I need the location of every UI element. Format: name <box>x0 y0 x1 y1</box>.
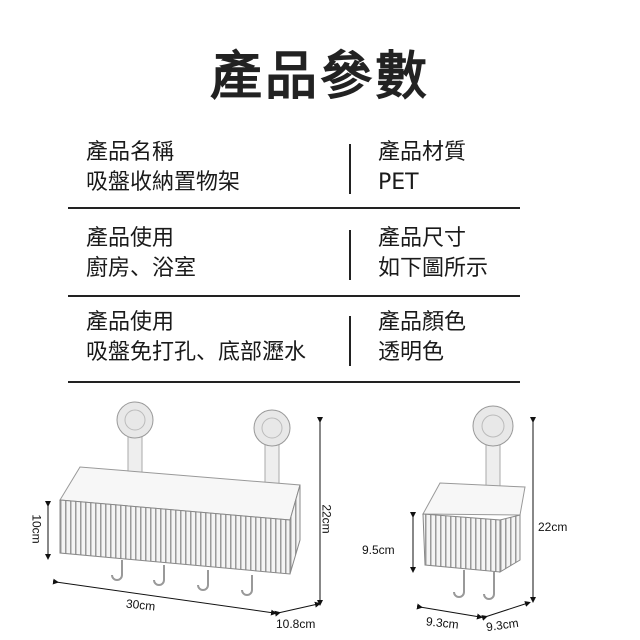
divider <box>68 207 520 209</box>
spec-label: 產品顏色 <box>378 310 467 335</box>
divider <box>68 381 520 383</box>
spec-value: 吸盤免打孔、底部瀝水 <box>86 340 307 365</box>
spec-label: 產品名稱 <box>86 140 175 165</box>
small-basket-height-label: 9.5cm <box>362 543 395 557</box>
small-basket <box>422 405 526 600</box>
spec-value: 吸盤收納置物架 <box>86 170 241 195</box>
large-total-height-label: 22cm <box>319 504 334 534</box>
large-depth-label: 10.8cm <box>276 617 316 631</box>
large-basket-height-label: 10cm <box>29 514 44 544</box>
spec-label: 產品使用 <box>86 310 175 335</box>
page-title: 產品參數 <box>209 47 430 107</box>
large-width-label: 30cm <box>125 596 156 614</box>
divider <box>349 316 351 366</box>
spec-label: 產品材質 <box>378 140 467 165</box>
large-basket <box>59 401 301 596</box>
spec-value: PET <box>378 170 419 195</box>
spec-value: 如下圖所示 <box>378 256 489 281</box>
spec-value: 透明色 <box>378 340 445 365</box>
spec-label: 產品尺寸 <box>378 226 467 251</box>
spec-label: 產品使用 <box>86 226 175 251</box>
divider <box>349 144 351 194</box>
divider <box>349 230 351 280</box>
small-total-height-label: 22cm <box>538 520 568 534</box>
divider <box>68 295 520 297</box>
spec-value: 廚房、浴室 <box>86 256 197 281</box>
